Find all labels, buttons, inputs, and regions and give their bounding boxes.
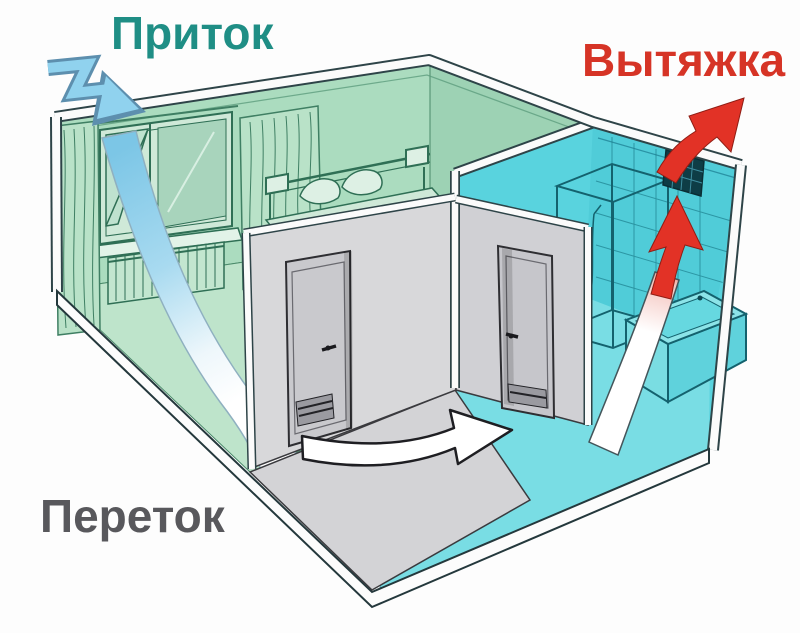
transfer-label: Переток — [40, 490, 225, 542]
pillow — [341, 169, 383, 196]
hallway-wall-bands — [241, 171, 593, 470]
transfer-arrow-icon — [300, 408, 514, 467]
floor-slab-edge — [56, 288, 710, 609]
hallway — [241, 171, 593, 591]
hallway-door-left — [284, 249, 353, 448]
pillow — [299, 178, 341, 205]
door-vent-grille — [507, 383, 548, 409]
wall-edge-bands — [50, 54, 747, 451]
exhaust-arrow-inner-icon — [648, 194, 704, 300]
exhaust-label: Вытяжка — [582, 34, 786, 86]
hallway-door-right — [496, 244, 556, 420]
exhaust-arrow-outer-icon — [656, 97, 745, 184]
supply-label: Приток — [111, 7, 274, 59]
supply-arrow-icon — [47, 54, 146, 126]
door-vent-grille — [295, 393, 335, 427]
exhaust-air-stream — [588, 271, 680, 457]
